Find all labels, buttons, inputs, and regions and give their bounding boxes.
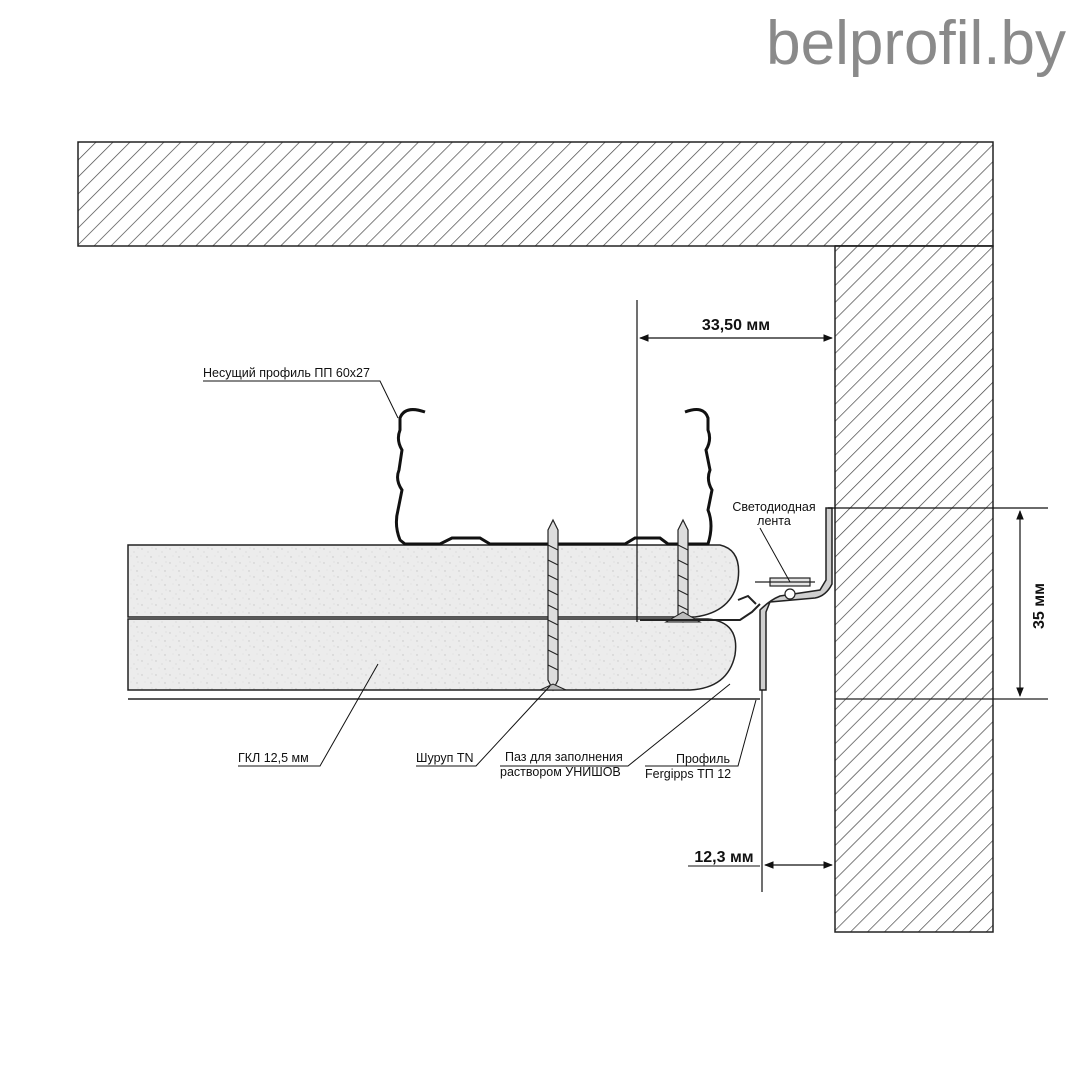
drywall-board-top xyxy=(127,544,740,618)
label-screw: Шуруп TN xyxy=(416,751,474,765)
label-groove-2: раствором УНИШОВ xyxy=(500,765,621,779)
ceiling-slab xyxy=(77,141,994,247)
wall xyxy=(834,245,994,933)
drywall-board-bottom xyxy=(127,618,737,691)
label-profile-1: Профиль xyxy=(676,752,730,766)
label-bearing-profile: Несущий профиль ПП 60x27 xyxy=(203,366,370,380)
dimension-height: 35 мм xyxy=(1031,583,1048,629)
screw-right xyxy=(664,518,702,624)
label-groove-1: Паз для заполнения xyxy=(505,750,623,764)
label-led-strip-2: лента xyxy=(757,514,791,528)
screw-left xyxy=(539,518,567,692)
dimension-gap: 12,3 мм xyxy=(694,849,753,866)
brand-logo-text: belprofil.by xyxy=(766,9,1066,78)
dimension-offset: 33,50 мм xyxy=(702,317,770,334)
label-led-strip-1: Светодиодная xyxy=(732,500,815,514)
label-profile-2: Fergipps ТП 12 xyxy=(645,767,731,781)
shadow-profile-tp12 xyxy=(759,507,833,691)
label-gkl: ГКЛ 12,5 мм xyxy=(238,751,309,765)
bearing-profile-pp xyxy=(394,408,714,546)
